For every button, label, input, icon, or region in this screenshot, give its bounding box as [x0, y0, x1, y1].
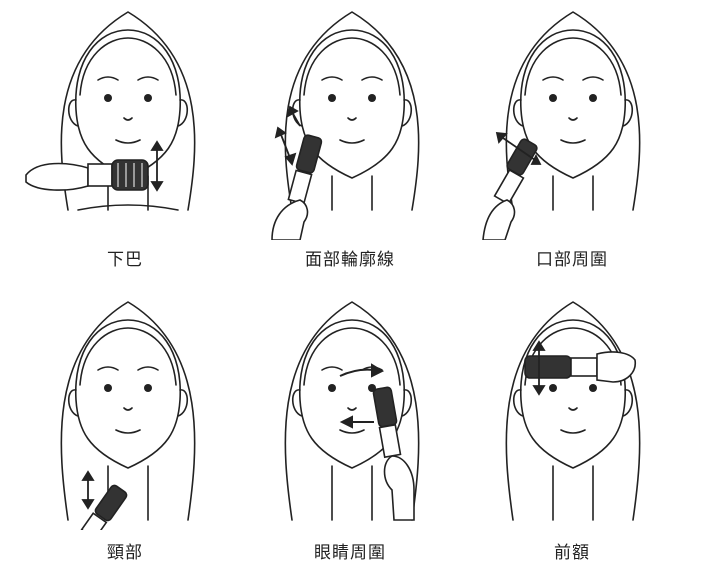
vertical-arrow-icon — [150, 140, 164, 192]
roller-tool-icon — [271, 134, 323, 240]
right-eye — [144, 94, 152, 102]
panel-forehead — [463, 290, 683, 530]
roller-tool-icon — [80, 484, 128, 530]
caption-chin: 下巴 — [107, 250, 143, 270]
roller-tool-icon — [372, 386, 415, 521]
caption-eyes: 眼睛周圍 — [314, 543, 386, 563]
face-illustration-contour — [271, 11, 420, 240]
face-illustration-eyes — [284, 301, 420, 521]
diagonal-arrow-icon — [495, 131, 542, 165]
vertical-arrow-icon — [532, 340, 546, 396]
panel-mouth — [463, 0, 683, 240]
roller-tool-icon — [524, 351, 637, 383]
caption-neck: 頸部 — [107, 543, 143, 563]
caption-contour: 面部輪廓線 — [305, 250, 395, 270]
face-illustration-forehead — [505, 301, 641, 521]
roller-tool-icon — [482, 138, 538, 240]
horizontal-arrow-icon — [339, 363, 385, 429]
roller-tool-icon — [25, 159, 149, 191]
panel-contour — [242, 0, 462, 240]
panel-eyes — [242, 290, 462, 530]
panel-chin — [18, 0, 238, 240]
vertical-arrow-icon — [81, 470, 95, 510]
face-illustration-mouth — [482, 11, 641, 240]
caption-forehead: 前額 — [554, 543, 590, 563]
face-illustration-chin — [25, 11, 196, 211]
left-eye — [104, 94, 112, 102]
panel-neck — [18, 290, 238, 530]
caption-mouth: 口部周圍 — [536, 250, 608, 270]
diagonal-arrow-icon — [274, 105, 301, 166]
face-illustration-neck — [60, 301, 196, 530]
